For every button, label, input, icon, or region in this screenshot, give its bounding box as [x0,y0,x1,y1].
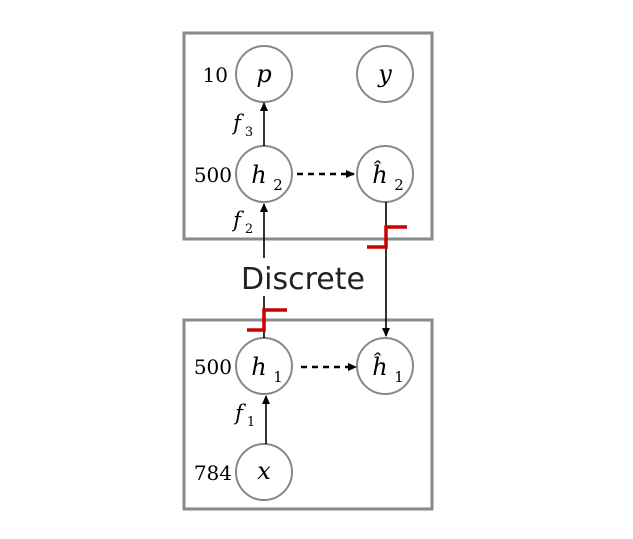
edge-label-f3: f [231,111,244,135]
caption-background [234,258,374,296]
lower-box [182,318,434,511]
step-marker-lower [247,308,287,332]
edge-label-f2-subscript: 2 [245,222,253,237]
node-x [235,443,293,501]
node-h2-hat-subscript: 2 [394,176,404,194]
edge-label-f3-subscript: 3 [245,125,253,140]
node-p-label: p [256,60,271,88]
node-h2-label: h [251,161,266,189]
size-label-h2: 500 [194,163,232,187]
node-h2-subscript: 2 [273,176,283,194]
node-h1-label: h [251,353,266,381]
step-marker-upper [367,225,407,249]
upper-box [182,31,434,241]
node-h2-hat [356,145,414,203]
size-label-h1: 500 [194,355,232,379]
node-x-label: x [257,457,271,485]
edge-label-f1: f [233,401,246,425]
node-h1-hat [356,337,414,395]
edge-label-f2: f [231,208,244,232]
caption-discrete: Discrete [241,262,365,297]
node-y [356,45,414,103]
size-label-x: 784 [194,461,232,485]
node-h1-subscript: 1 [273,368,283,386]
size-label-p: 10 [203,63,228,87]
node-h1-hat-subscript: 1 [394,368,404,386]
node-h1-hat-label: ĥ [372,352,387,381]
node-y-label: y [377,60,392,88]
edge-label-f1-subscript: 1 [247,415,255,430]
node-h2-hat-label: ĥ [372,160,387,189]
